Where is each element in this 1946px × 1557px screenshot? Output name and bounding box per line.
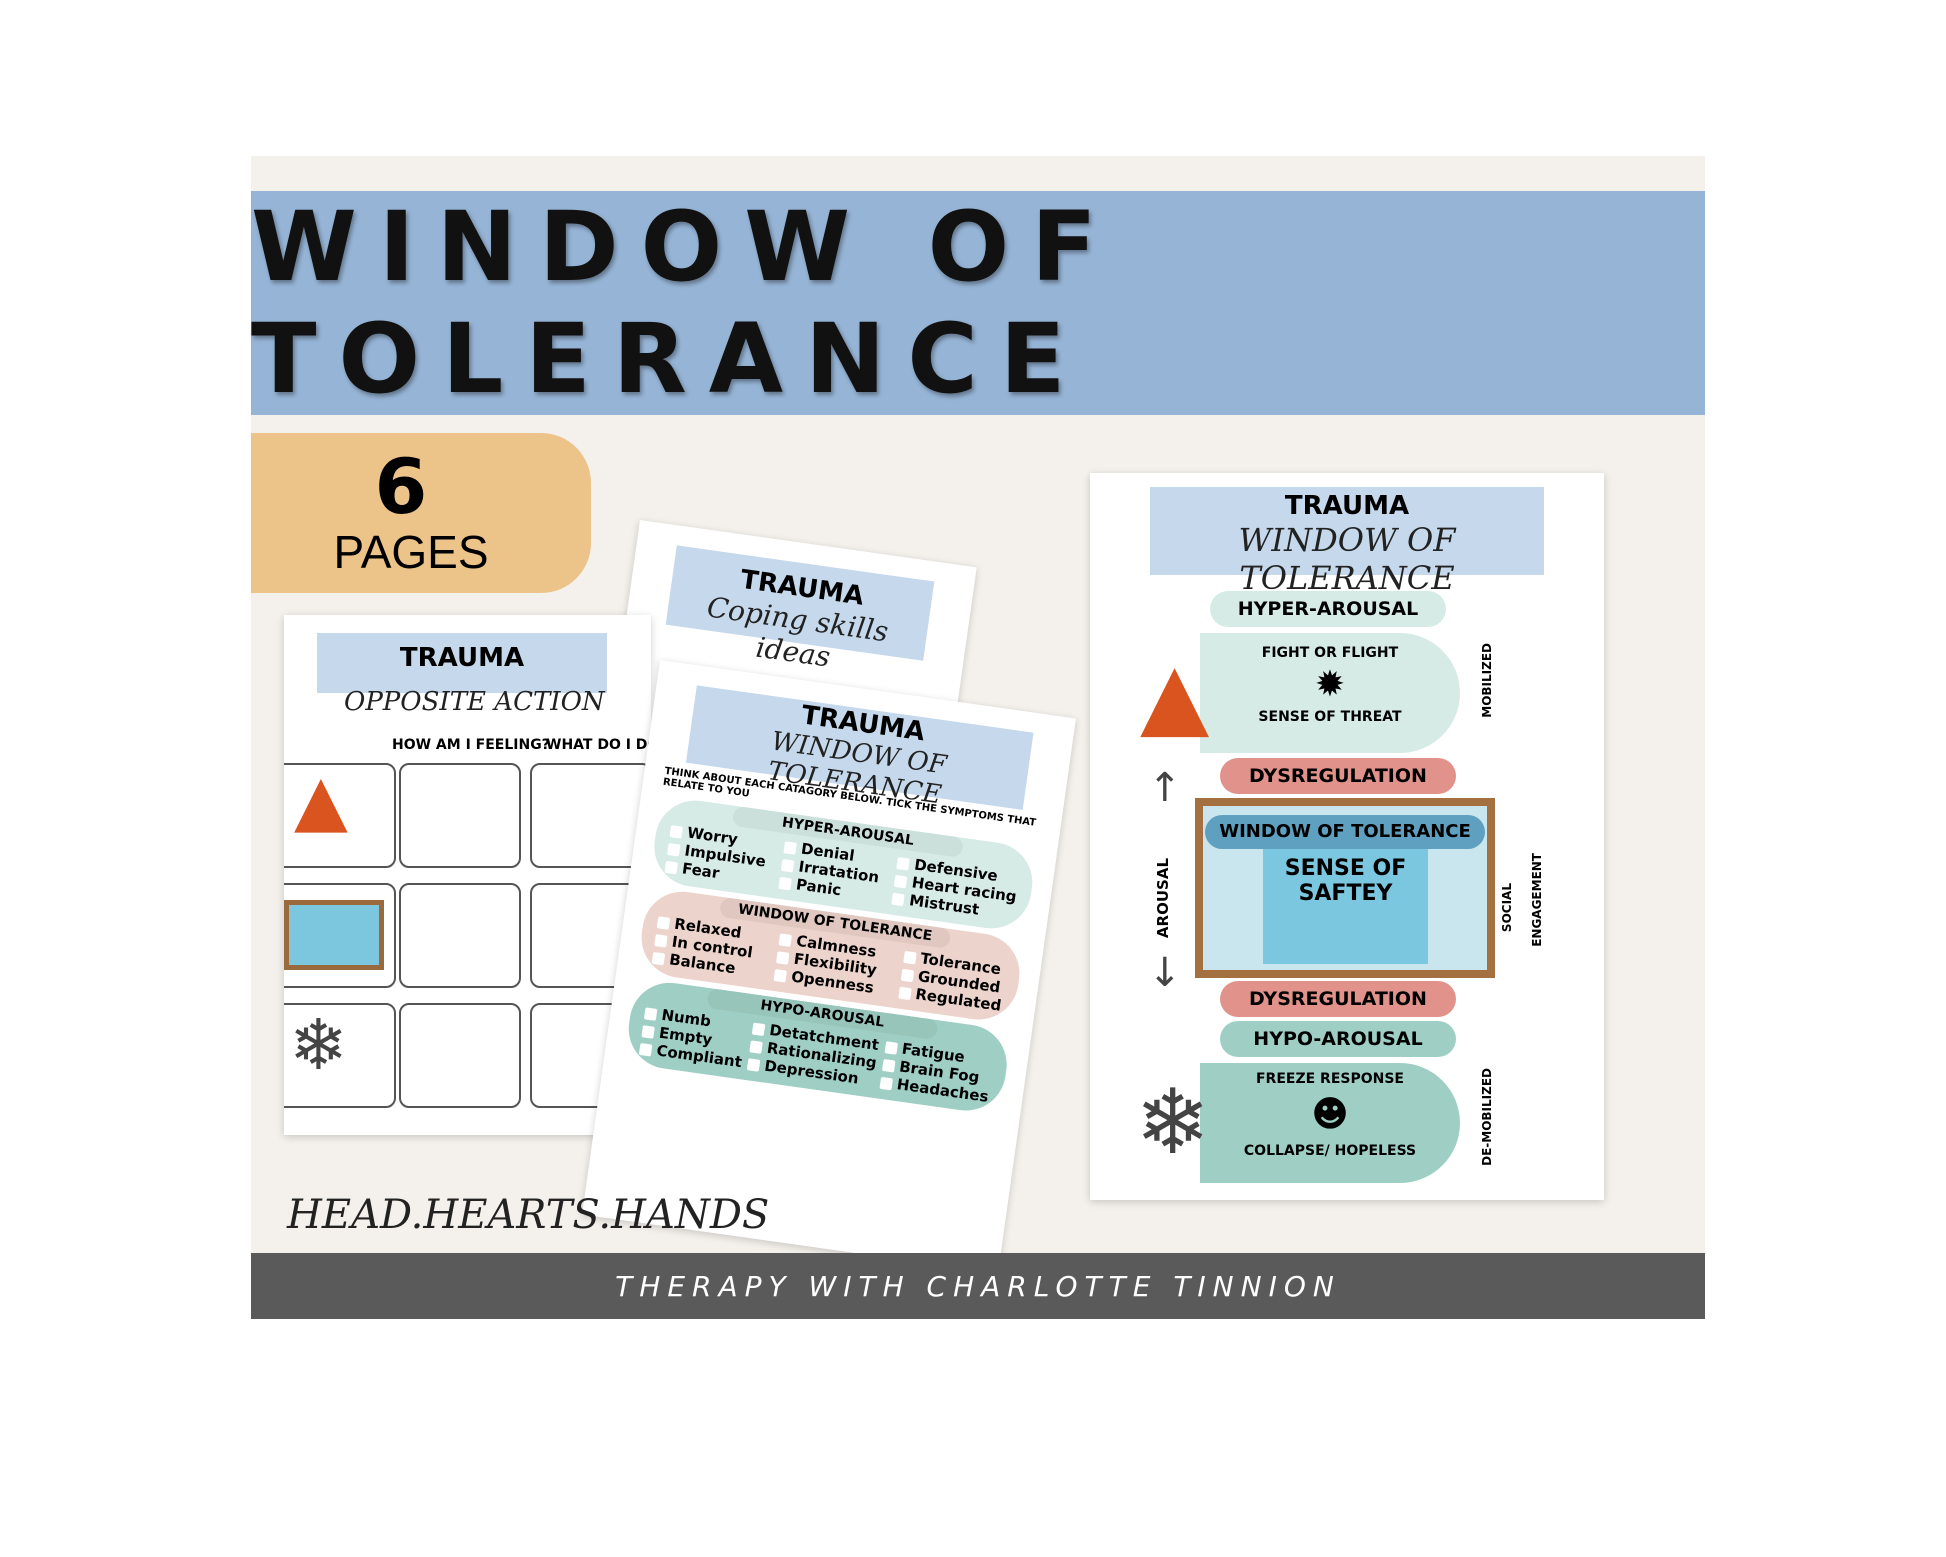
fight-or-flight: FIGHT OR FLIGHT [1261,645,1399,661]
collapse-hopeless: COLLAPSE/ HOPELESS [1243,1143,1417,1159]
sheet-subtitle: OPPOSITE ACTION [344,687,605,717]
sheet-title: TRAUMA [1284,491,1410,521]
footer-text: THERAPY WITH CHARLOTTE TINNION [615,1269,1341,1303]
sense-of-safety-2: SAFTEY [1298,881,1393,906]
sheet-title: TRAUMA [399,643,525,673]
collapse-icon: ☻ [1311,1094,1349,1135]
hyper-arousal-label: HYPER-AROUSAL [1210,591,1446,627]
arrow-up-icon: ↑ [1148,765,1182,811]
snowflake-icon: ❄ [289,1004,348,1086]
title-banner: WINDOW OF TOLERANCE [251,191,1705,415]
arousal-label: AROUSAL [1154,858,1172,939]
volcano-icon: ▲ [1140,643,1210,748]
page-count: 6 [374,442,428,531]
window-of-tolerance-label: WINDOW OF TOLERANCE [1205,815,1485,849]
column-header: HOW AM I FEELING? [392,737,550,753]
mobilized-label: MOBILIZED [1480,643,1494,718]
demobilized-label: DE-MOBILIZED [1480,1068,1494,1166]
dysregulation-label: DYSREGULATION [1220,981,1456,1017]
sense-of-threat: SENSE OF THREAT [1258,709,1402,725]
sheet-subtitle: WINDOW OF TOLERANCE [1238,521,1456,597]
banner-title: WINDOW OF TOLERANCE [251,191,1119,415]
footer-bar: THERAPY WITH CHARLOTTE TINNION [251,1253,1705,1319]
sense-of-safety: SENSE OF [1284,856,1407,881]
brand-signature: HEAD.HEARTS.HANDS [287,1192,770,1238]
dysregulation-label: DYSREGULATION [1220,758,1456,794]
hypo-arousal-label: HYPO-AROUSAL [1220,1021,1456,1057]
snowflake-icon: ❄ [1135,1070,1211,1175]
pages-badge: 6 PAGES [251,433,591,593]
volcano-icon: ▲ [294,759,348,841]
page-label: PAGES [333,526,489,578]
window-icon [284,900,384,970]
engagement-label: ENGAGEMENT [1530,853,1544,947]
threat-icon: ✹ [1314,664,1346,705]
freeze-response: FREEZE RESPONSE [1255,1071,1404,1087]
column-header: WHAT DO I DO [546,737,651,753]
social-label: SOCIAL [1500,883,1514,933]
opposite-action-sheet: TRAUMA OPPOSITE ACTION HOW AM I FEELING?… [284,615,651,1135]
arrow-down-icon: ↓ [1148,950,1182,996]
